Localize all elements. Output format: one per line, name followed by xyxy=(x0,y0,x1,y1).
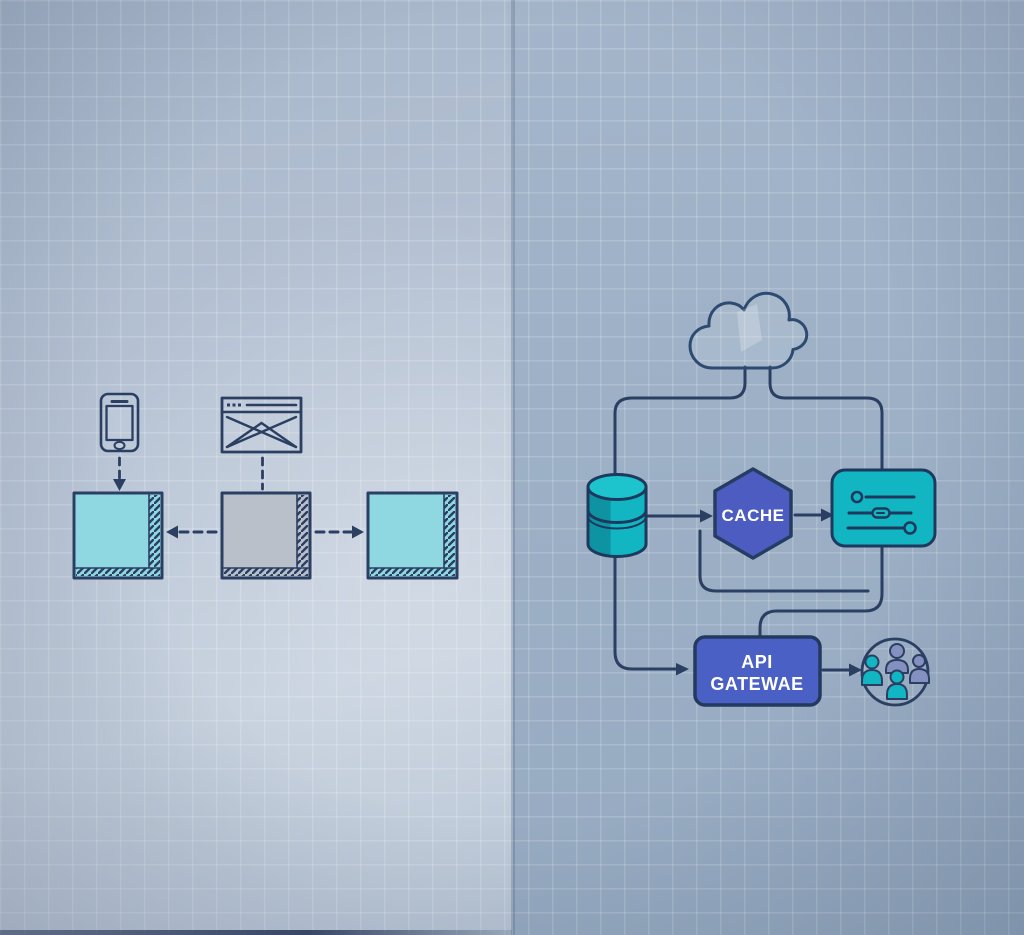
connector-lines xyxy=(613,365,884,672)
database-icon xyxy=(586,473,648,558)
arrowhead-to-users xyxy=(849,663,862,677)
browser-mail-icon xyxy=(220,396,303,454)
connector-arrowheads xyxy=(676,508,862,677)
arrowhead-to-gateway xyxy=(676,663,689,676)
settings-panel xyxy=(830,468,937,548)
settings-to-gateway-line xyxy=(758,545,884,637)
users-icon xyxy=(860,637,930,707)
phone-icon xyxy=(99,392,140,453)
person-left xyxy=(861,654,883,686)
database-to-gateway-line xyxy=(613,545,678,671)
api-gateway-box: API GATEWAE xyxy=(693,635,822,707)
sliders-icon xyxy=(846,490,917,535)
server-to-left-arrow xyxy=(166,525,218,539)
bottom-edge-shadow xyxy=(0,930,512,935)
sketch-flow xyxy=(72,392,459,580)
client-box-right xyxy=(366,491,459,580)
background-right-panel xyxy=(513,0,1024,935)
person-bottom xyxy=(886,669,908,700)
cloud-sheen xyxy=(737,304,762,352)
client-box-left xyxy=(72,491,164,580)
panel-divider xyxy=(511,0,515,935)
envelope-glyph xyxy=(225,415,298,449)
cloud-icon xyxy=(688,291,809,370)
server-box-middle xyxy=(220,491,312,580)
cloud-to-settings-line xyxy=(768,365,884,470)
arrowhead-to-cache xyxy=(700,509,713,523)
cache-label: CACHE xyxy=(722,506,785,525)
background-left-panel xyxy=(0,0,513,935)
phone-to-box-arrow xyxy=(113,456,126,491)
arrowhead-to-settings xyxy=(821,508,834,522)
cache-hexagon: CACHE xyxy=(713,467,793,560)
cloud-to-database-line xyxy=(613,365,747,475)
server-to-right-arrow xyxy=(314,525,364,539)
api-gateway-label-line2: GATEWAE xyxy=(710,674,803,694)
cache-bottom-line xyxy=(698,529,870,593)
person-right xyxy=(909,654,930,684)
api-gateway-label-line1: API xyxy=(741,652,773,672)
cloud-architecture: CACHE API GATEWA xyxy=(586,291,937,707)
person-top xyxy=(885,643,909,674)
